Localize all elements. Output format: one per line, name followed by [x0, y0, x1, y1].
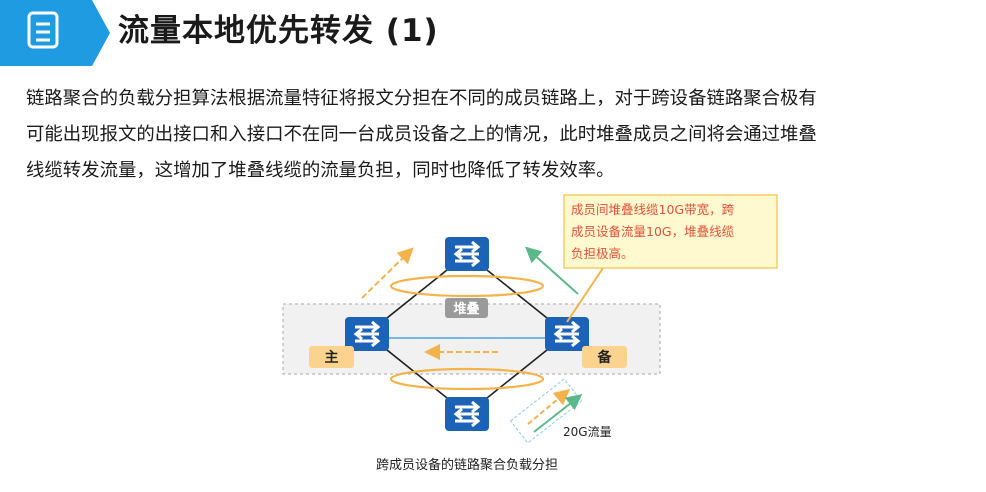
- standby-label: 备: [597, 349, 613, 366]
- paragraph-line-1: 链路聚合的负载分担算法根据流量特征将报文分担在不同的成员链路上，对于跨设备链路聚…: [26, 88, 817, 109]
- traffic-arrow-up-right: [525, 246, 579, 295]
- switch-icon-master: [343, 315, 391, 353]
- switch-icon-bottom: [443, 395, 491, 433]
- traffic-box-20g: [509, 378, 583, 444]
- body-paragraph: 链路聚合的负载分担算法根据流量特征将报文分担在不同的成员链路上，对于跨设备链路聚…: [26, 81, 961, 189]
- callout-line-2: 成员设备流量10G，堆叠线缆: [571, 224, 735, 239]
- traffic-arrow-green-20g: [533, 394, 583, 433]
- callout-line-3: 负担极高。: [571, 246, 634, 261]
- traffic-label: 20G流量: [563, 425, 612, 439]
- switch-icon-top: [443, 235, 491, 273]
- page-title: 流量本地优先转发 (1): [118, 13, 439, 49]
- trunk-ellipse-top: [389, 274, 545, 298]
- title-bar: 流量本地优先转发 (1): [0, 0, 986, 66]
- master-label-bg: [309, 346, 354, 368]
- traffic-arrow-up-left: [361, 247, 414, 299]
- document-list-icon: [0, 0, 110, 66]
- stack-label-bg: [445, 298, 488, 318]
- trunk-ellipse-bottom: [389, 367, 545, 391]
- standby-label-bg: [582, 346, 627, 368]
- diagram-caption: 跨成员设备的链路聚合负载分担: [376, 457, 558, 473]
- stack-label: 堆叠: [453, 301, 479, 317]
- callout-box: [563, 194, 778, 269]
- master-label: 主: [325, 349, 339, 366]
- callout-line-1: 成员间堆叠线缆10G带宽，跨: [571, 202, 735, 217]
- callout-pointer: [566, 267, 604, 323]
- switch-icon-standby: [543, 315, 591, 353]
- paragraph-line-2: 可能出现报文的出接口和入接口不在同一台成员设备之上的情况，此时堆叠成员之间将会通…: [26, 124, 817, 145]
- paragraph-line-3: 线缆转发流量，这增加了堆叠线缆的流量负担，同时也降低了转发效率。: [26, 160, 615, 181]
